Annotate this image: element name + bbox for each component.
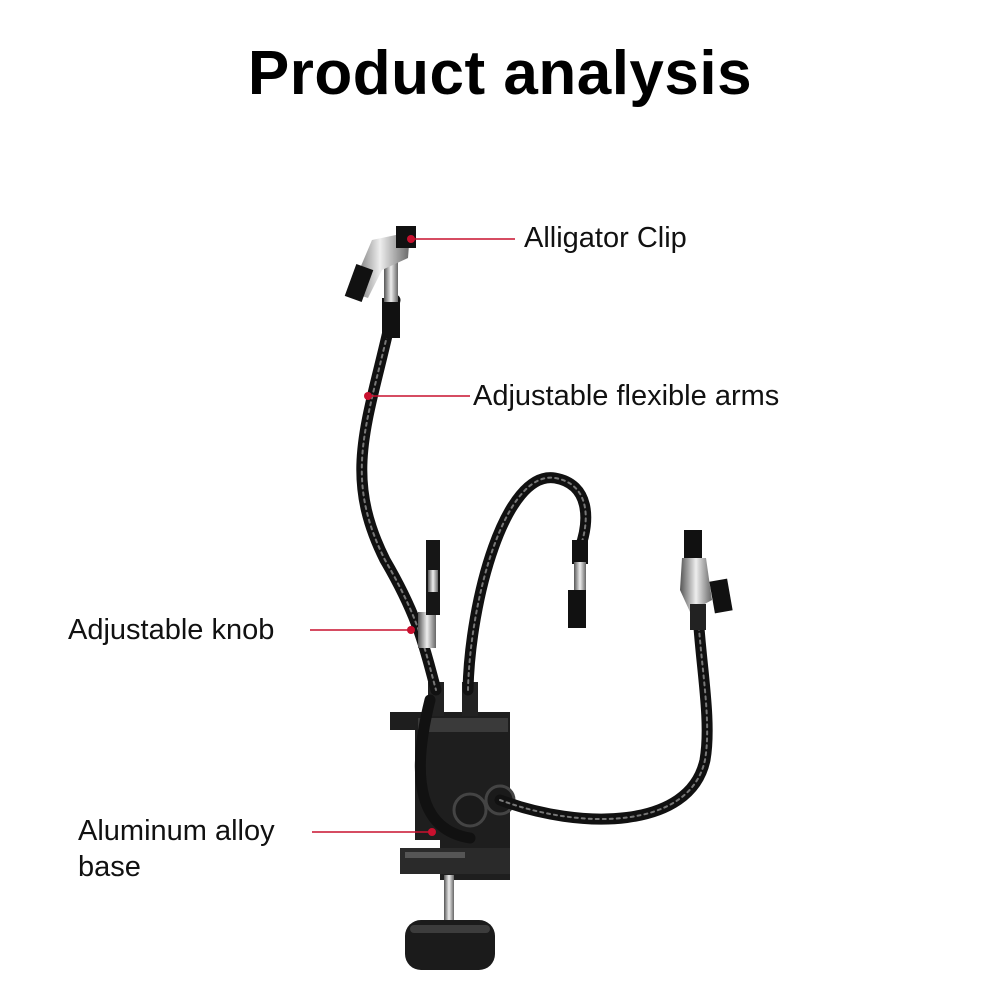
clamp-screw: [405, 875, 495, 970]
page-title: Product analysis: [247, 39, 753, 108]
callout-base: Aluminum alloy base: [78, 813, 275, 886]
knob-joint: [418, 540, 440, 648]
callout-knob: Adjustable knob: [68, 614, 275, 646]
leader-lines: [310, 235, 515, 836]
alligator-clip-right: [680, 530, 733, 630]
alligator-clip-middle: [568, 540, 588, 628]
callout-alligator-clip: Alligator Clip: [524, 222, 687, 254]
callout-base-line2: base: [78, 851, 141, 884]
callout-flexible-arms: Adjustable flexible arms: [473, 380, 780, 412]
alligator-clip-top: [344, 226, 416, 338]
callout-base-line1: Aluminum alloy: [78, 815, 275, 847]
